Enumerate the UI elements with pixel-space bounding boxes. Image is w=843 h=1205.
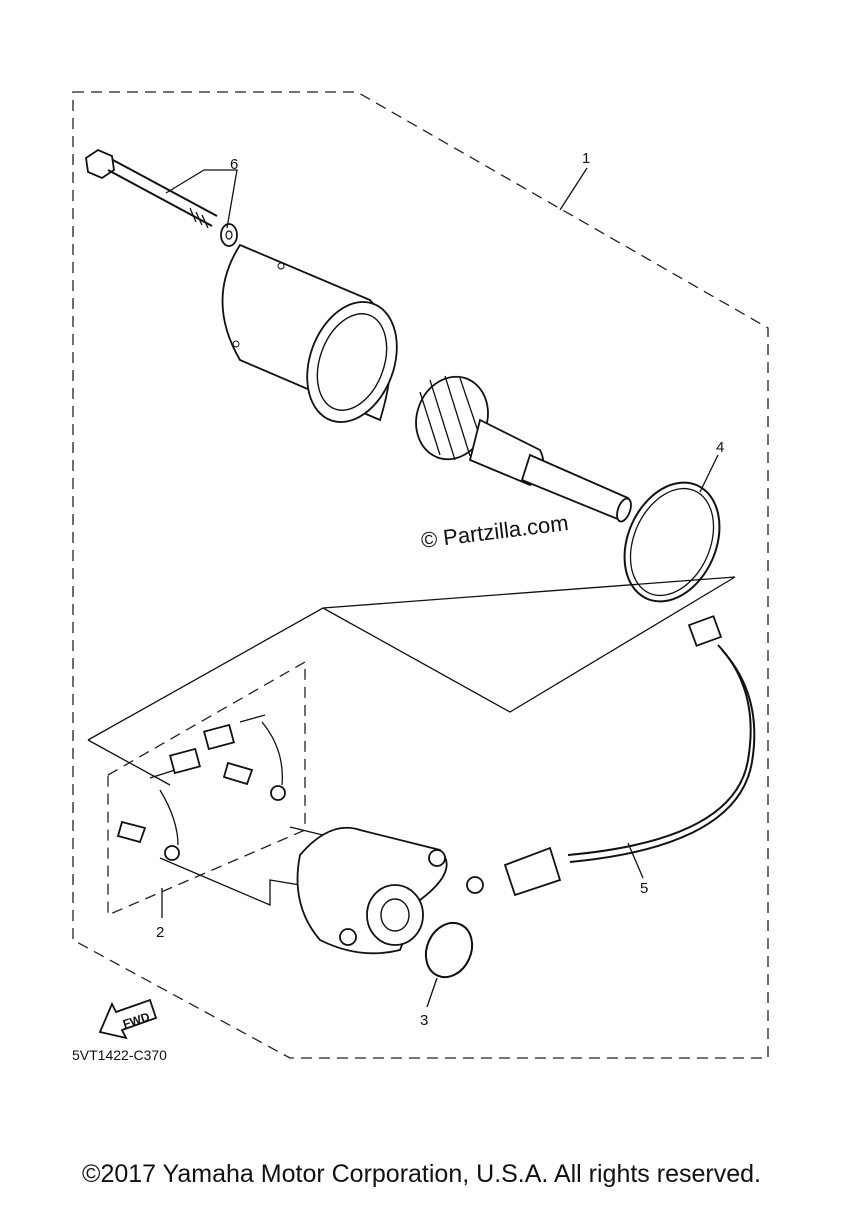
callout-3: 3 — [420, 1012, 428, 1029]
leader-6 — [165, 169, 238, 229]
armature — [415, 375, 632, 523]
fwd-arrow: FWD — [98, 998, 158, 1040]
leader-4 — [699, 454, 719, 493]
callout-1: 1 — [582, 150, 590, 167]
copyright-text: ©2017 Yamaha Motor Corporation, U.S.A. A… — [82, 1160, 761, 1188]
leader-3 — [426, 977, 438, 1008]
o-ring-small — [424, 921, 474, 979]
leader-1 — [559, 167, 588, 211]
guide-line-frame — [87, 576, 736, 741]
brush-set — [116, 714, 286, 861]
lead-wire — [466, 615, 756, 897]
leader-5 — [627, 842, 644, 879]
diagram-code: 5VT1422-C370 — [72, 1047, 167, 1063]
brush-set-boundary — [107, 660, 306, 916]
callout-5: 5 — [640, 880, 648, 897]
callout-6: 6 — [230, 156, 238, 173]
watermark: © Partzilla.com — [420, 510, 570, 553]
callout-4: 4 — [716, 439, 724, 456]
yoke-housing — [221, 243, 398, 423]
callout-2: 2 — [156, 924, 164, 941]
front-cover — [296, 826, 448, 955]
long-bolt — [85, 148, 238, 247]
o-ring-large — [623, 481, 721, 603]
